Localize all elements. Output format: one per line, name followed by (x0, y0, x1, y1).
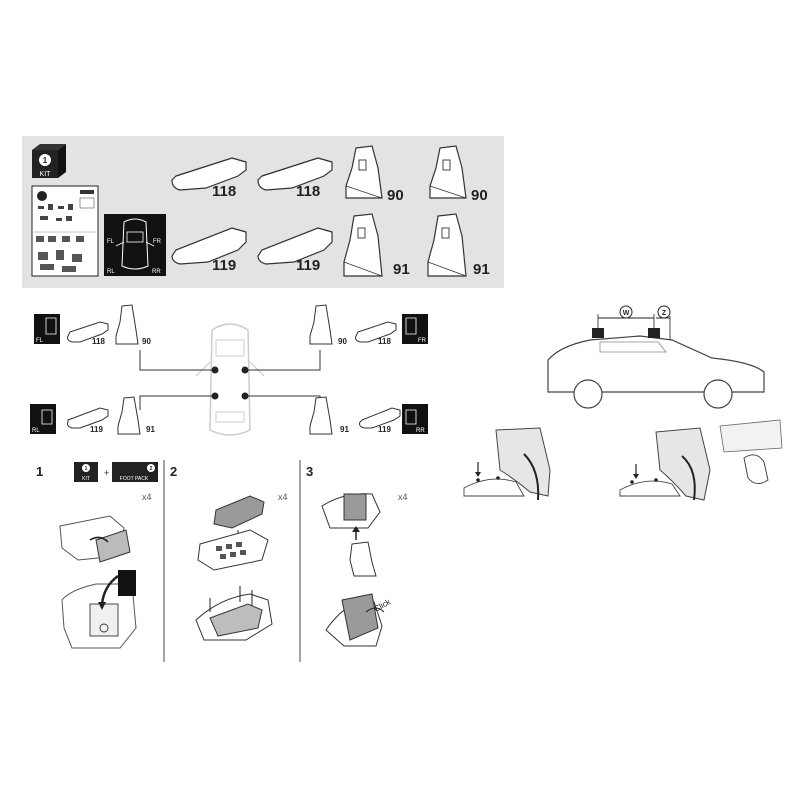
multiplier: x4 (398, 492, 408, 502)
multiplier: x4 (278, 492, 288, 502)
pad-code: 118 (378, 337, 391, 346)
instruction-booklet-thumbnail (31, 185, 99, 277)
step-3: 3 x4 Click (306, 464, 408, 647)
bracket-code: 90 (142, 337, 151, 346)
step-number: 1 (36, 464, 43, 479)
corner-label: FR (418, 338, 427, 344)
pad-part: 118 (257, 157, 333, 200)
part-code: 119 (296, 257, 320, 274)
part-code: 119 (212, 257, 236, 274)
foot-pack-number: 2 (150, 466, 153, 472)
wheel-label-fr: FR (153, 239, 162, 245)
corner-label: FL (36, 338, 44, 344)
part-code: 91 (393, 261, 410, 278)
multiplier: x4 (142, 492, 152, 502)
placement-rear-right: 91 119 RR (309, 396, 428, 435)
car-side-view: W Z (547, 305, 765, 409)
step-1: 1 1 KIT + 2 FOOT PACK x4 (36, 462, 158, 649)
kit-badge-label: KIT (40, 171, 52, 178)
bracket-part: 91 (427, 213, 490, 278)
bracket-part: 91 (343, 213, 410, 278)
foot-pack-label: FOOT PACK (120, 476, 149, 482)
step-number: 3 (306, 464, 313, 479)
kit-badge: 1 KIT (32, 144, 66, 178)
pad-part: 119 (171, 227, 247, 274)
door-frame-illustration (619, 419, 783, 501)
pad-code: 118 (92, 337, 105, 346)
part-code: 118 (296, 183, 320, 200)
placement-front-right: 90 118 FR (309, 304, 428, 346)
placement-front-left: FL 118 90 (34, 304, 151, 346)
corner-label: RR (416, 428, 425, 434)
pad-part: 118 (171, 157, 247, 200)
kit-badge-number: 1 (85, 466, 88, 472)
kit-badge-label: KIT (82, 476, 90, 482)
bracket-part: 90 (429, 145, 488, 204)
door-frame-illustration (463, 427, 551, 501)
car-top-view (195, 323, 265, 436)
part-code: 91 (473, 261, 490, 278)
bracket-code: 91 (340, 425, 349, 434)
width-label: W (623, 310, 630, 317)
pad-code: 119 (90, 425, 103, 434)
pad-code: 119 (378, 425, 391, 434)
part-code: 90 (387, 187, 404, 204)
car-top-view-tile: FL FR RL RR (104, 214, 166, 276)
step-2: 2 x4 (170, 464, 288, 641)
wheel-label-rr: RR (152, 269, 161, 275)
plus-sign: + (104, 468, 109, 478)
step-number: 2 (170, 464, 177, 479)
wheel-label-rl: RL (107, 269, 115, 275)
corner-label: RL (32, 428, 40, 434)
z-label: Z (662, 310, 667, 317)
part-code: 90 (471, 187, 488, 204)
part-code: 118 (212, 183, 236, 200)
wheel-label-fl: FL (107, 239, 115, 245)
kit-badge-number: 1 (43, 156, 48, 165)
bracket-part: 90 (345, 145, 404, 204)
bracket-code: 90 (338, 337, 347, 346)
placement-rear-left: RL 119 91 (30, 396, 155, 435)
pad-part: 119 (257, 227, 333, 274)
bracket-code: 91 (146, 425, 155, 434)
